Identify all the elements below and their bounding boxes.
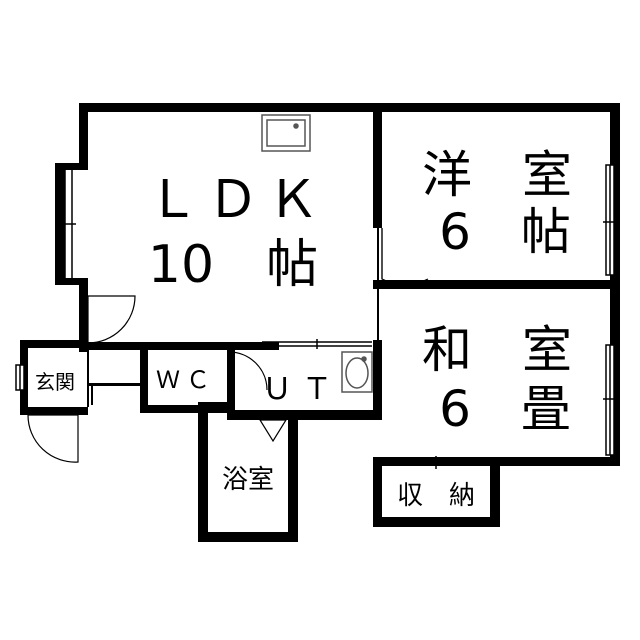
storage-label: 収 納 (397, 481, 475, 511)
wc-label: ＷＣ (156, 366, 216, 394)
entrance-label: 玄関 (35, 370, 75, 394)
ldk-label: ＬＤＫ (147, 170, 327, 230)
western-room-size-label: 6 帖 (439, 203, 571, 261)
thin-walls (87, 228, 379, 407)
japanese-room-size-label: 6 畳 (439, 380, 571, 438)
ldk-size-label: 10 帖 (148, 235, 318, 295)
bath-label: 浴室 (222, 465, 274, 495)
room-labels: ＬＤＫ 10 帖 洋 室 6 帖 和 室 6 畳 玄関 ＷＣ ＵＴ 浴室 収 納 (35, 146, 572, 511)
western-room-label: 洋 室 (422, 146, 572, 204)
utility-label: ＵＴ (262, 372, 342, 407)
washbasin-fixture (341, 351, 373, 393)
door-swings (27, 228, 429, 463)
sink-fixture (261, 114, 311, 152)
japanese-room-label: 和 室 (422, 321, 572, 379)
windows (15, 164, 617, 469)
